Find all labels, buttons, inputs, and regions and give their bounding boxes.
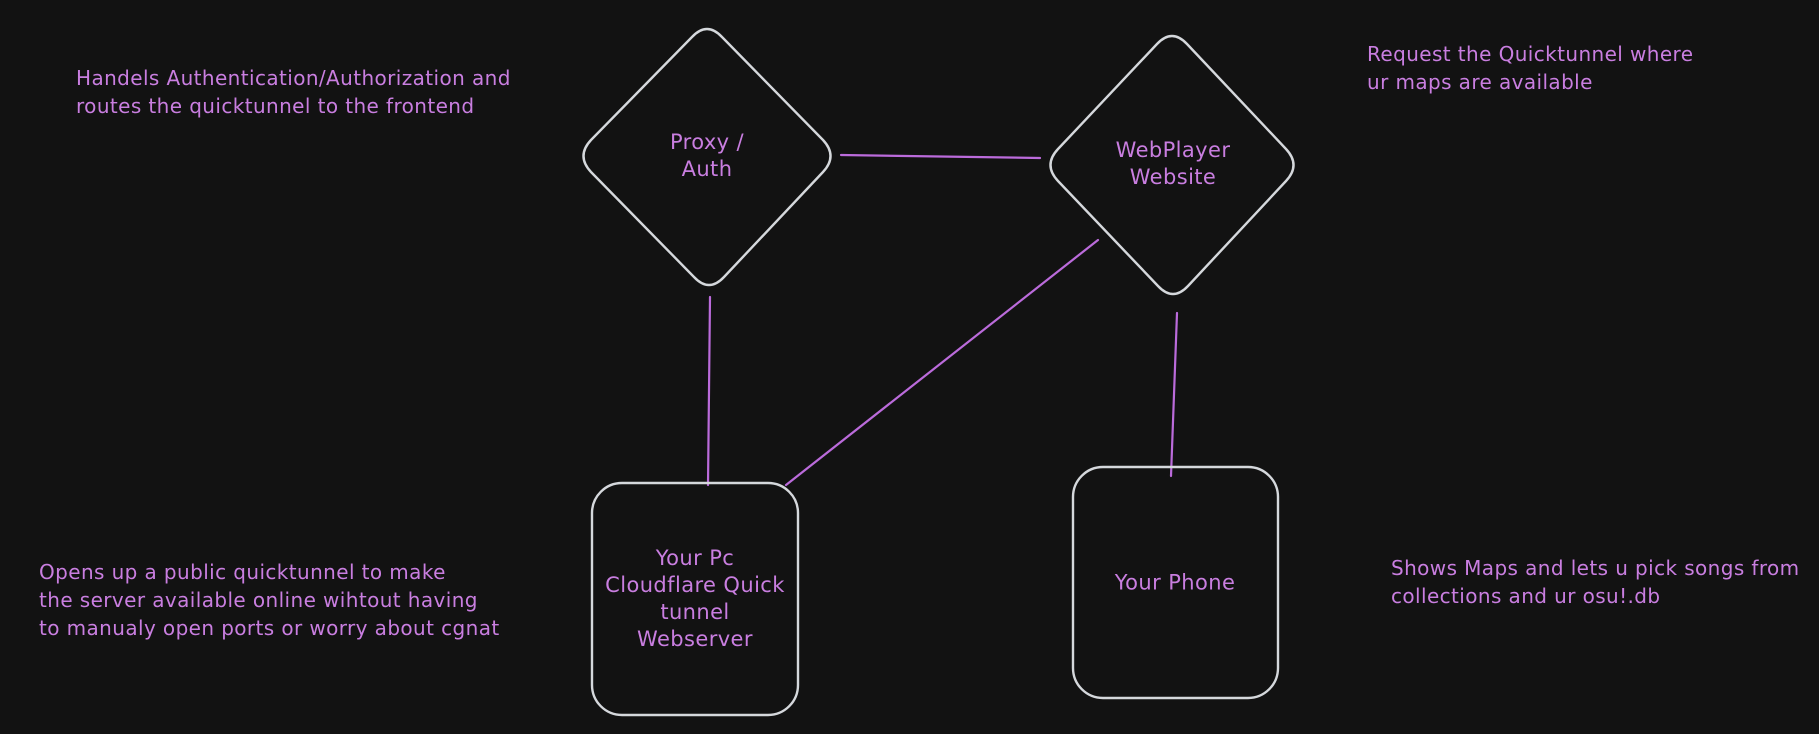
phone-label: Your Phone (1114, 570, 1236, 595)
proxy-auth-diamond (582, 27, 832, 287)
connector-proxy-pc (706, 295, 712, 487)
pc-webserver-label: Your Pc Cloudflare Quick tunnel Webserve… (605, 546, 785, 651)
annotation-phone-description: Shows Maps and lets u pick songs from co… (1391, 556, 1800, 608)
connector-webplayer-pc (784, 238, 1100, 487)
connector-webplayer-phone (1169, 311, 1179, 478)
connector-proxy-webplayer (839, 153, 1042, 160)
webplayer-label: WebPlayer Website (1115, 138, 1231, 189)
annotation-webplayer-request: Request the Quicktunnel where ur maps ar… (1367, 42, 1694, 94)
phone-rect (1071, 465, 1280, 700)
annotation-proxy-description: Handels Authentication/Authorization and… (76, 66, 511, 118)
pc-webserver-rect (590, 481, 800, 717)
proxy-auth-label: Proxy / Auth (669, 130, 745, 181)
annotation-quicktunnel-description: Opens up a public quicktunnel to make th… (39, 560, 500, 640)
webplayer-diamond (1049, 34, 1295, 296)
